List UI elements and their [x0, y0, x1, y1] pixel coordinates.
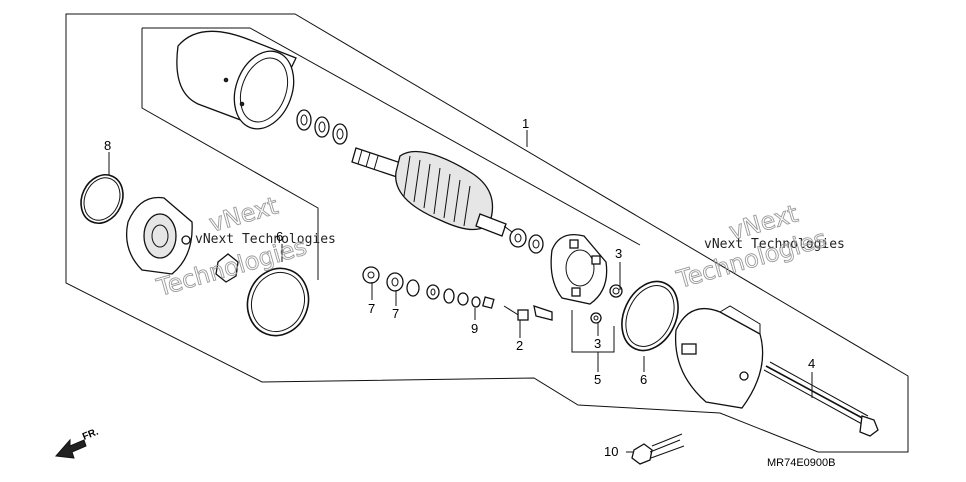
front-arrow-icon [54, 438, 87, 459]
callout-4: 4 [808, 356, 815, 371]
watermark-company-right: vNext Technologies [704, 237, 845, 252]
watermark-company-left: vNext Technologies [195, 232, 336, 247]
bolt-10 [631, 433, 685, 465]
washer-set-lower [509, 228, 544, 254]
o-ring-6-left [246, 267, 310, 337]
callout-6a: 6 [276, 229, 283, 244]
rear-cover [674, 305, 764, 409]
callout-6b: 6 [640, 372, 647, 387]
callout-3b: 3 [594, 336, 601, 351]
callout-10: 10 [604, 444, 618, 459]
callout-1: 1 [522, 116, 529, 131]
watermark-brand-left: vNext [206, 192, 281, 238]
leader-lines [108, 130, 813, 453]
brush-holder [550, 233, 608, 305]
washer-set-upper [296, 109, 348, 145]
diagram-code: MR74E0900B [767, 457, 836, 469]
callout-3a: 3 [615, 246, 622, 261]
yoke-case [176, 30, 297, 130]
sub-assembly-outline [141, 27, 641, 280]
front-cover [125, 196, 193, 275]
callout-7a: 7 [368, 301, 375, 316]
watermark-right: vNext vNext Technologies Technologies [673, 199, 845, 294]
bracket-5 [571, 310, 615, 353]
through-bolt-4 [763, 361, 879, 437]
callout-2: 2 [516, 338, 523, 353]
front-direction-indicator: FR. [54, 426, 100, 459]
small-parts-row [362, 266, 623, 324]
assembly-outline [65, 13, 909, 453]
callout-labels: 1 2 3 3 4 5 6 6 7 7 8 9 10 [104, 116, 815, 459]
lock-washer [215, 253, 239, 283]
front-label: FR. [81, 426, 100, 442]
callout-7b: 7 [392, 306, 399, 321]
o-ring-8 [80, 174, 124, 224]
armature [351, 147, 513, 237]
callout-5: 5 [594, 372, 601, 387]
o-ring-6-right [621, 280, 679, 352]
callout-8: 8 [104, 138, 111, 153]
callout-9: 9 [471, 321, 478, 336]
